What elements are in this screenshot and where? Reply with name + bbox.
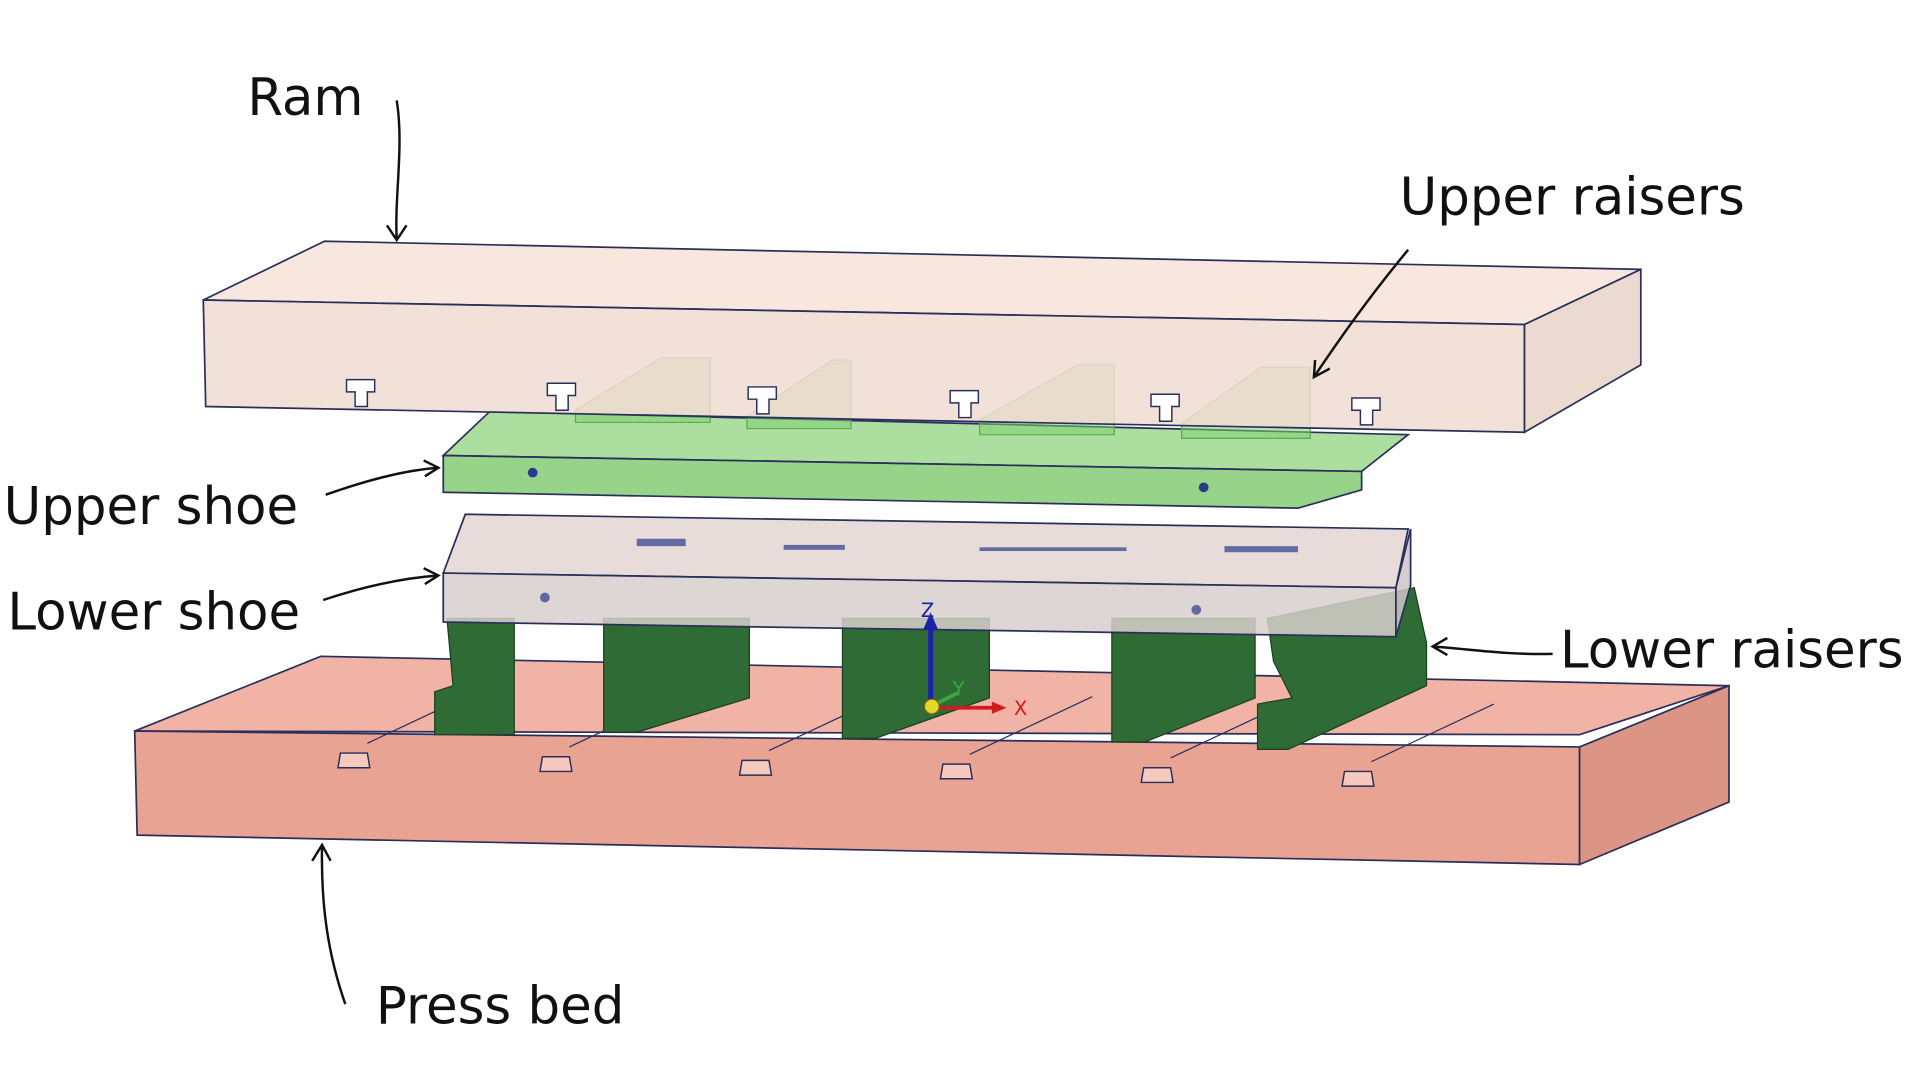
axis-x-label: X — [1014, 697, 1027, 720]
arrow-upper-shoe — [325, 459, 441, 496]
label-upper-raisers: Upper raisers — [1400, 167, 1745, 227]
label-lower-shoe: Lower shoe — [7, 582, 300, 642]
arrow-press-bed — [311, 842, 347, 1005]
arrow-lower-raisers — [1430, 636, 1553, 657]
label-press-bed: Press bed — [376, 977, 625, 1037]
upper-shoe — [441, 410, 1411, 510]
lower-shoe — [442, 513, 1412, 638]
arrow-ram — [385, 100, 408, 243]
axis-y-label: Y — [952, 678, 965, 701]
label-lower-raisers: Lower raisers — [1560, 620, 1904, 680]
axis-triad: Z X Y — [921, 599, 1027, 720]
arrow-lower-shoe — [322, 567, 441, 602]
axis-z-label: Z — [921, 599, 934, 622]
label-ram: Ram — [247, 68, 363, 128]
ram — [202, 240, 1642, 434]
arrow-upper-raisers — [1312, 249, 1410, 380]
label-upper-shoe: Upper shoe — [4, 477, 298, 537]
